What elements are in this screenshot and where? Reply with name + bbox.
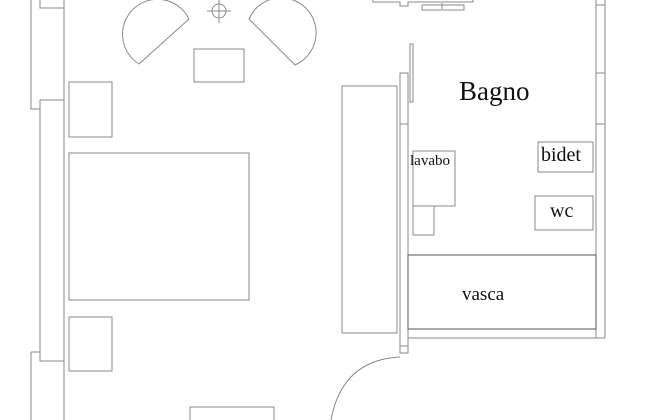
bed — [68, 152, 250, 301]
label-wc: wc — [550, 200, 573, 222]
ceiling-light-icon — [207, 0, 231, 23]
door-swing — [330, 345, 409, 420]
top-window — [372, 0, 474, 11]
small-table — [193, 48, 245, 83]
wardrobe — [341, 85, 398, 334]
left-wall — [30, 0, 65, 420]
desk — [189, 406, 275, 420]
armchair-right — [248, 0, 317, 66]
toilet — [534, 195, 594, 231]
bathtub — [407, 254, 597, 330]
sink — [412, 150, 456, 236]
right-wall — [408, 0, 606, 339]
nightstand-bottom — [68, 316, 113, 372]
room-label-bagno: Bagno — [459, 76, 530, 106]
nightstand-top — [68, 81, 113, 138]
partition-wall — [399, 43, 414, 354]
label-bidet: bidet — [541, 144, 581, 166]
label-vasca: vasca — [462, 284, 505, 305]
bidet — [537, 141, 594, 173]
armchair-left — [122, 0, 190, 65]
label-lavabo: lavabo — [410, 153, 450, 169]
